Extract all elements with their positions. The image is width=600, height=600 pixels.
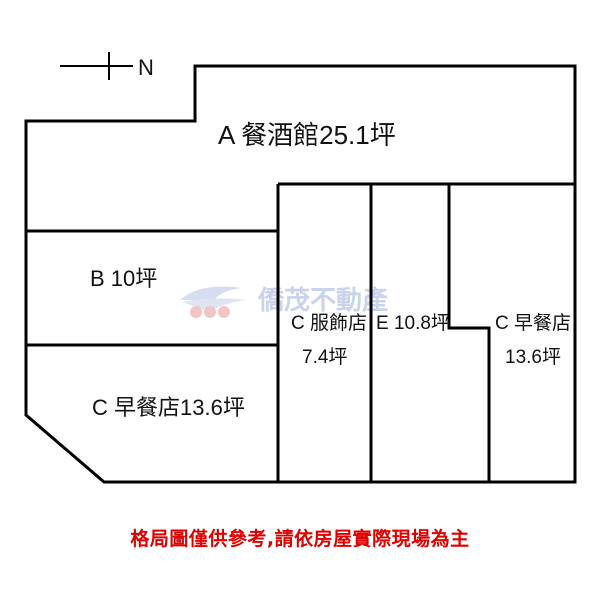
compass: N: [60, 52, 154, 80]
unit-e-label: E 10.8坪: [376, 312, 450, 334]
outer-walls: [24, 64, 577, 484]
wall-e-c: [447, 184, 491, 482]
unit-c-clothing-line2: 7.4坪: [302, 346, 347, 368]
unit-c-clothing-line1: C 服飾店: [291, 312, 367, 334]
unit-c-right-line1: C 早餐店: [495, 312, 571, 334]
disclaimer-note: 格局圖僅供參考,請依房屋實際現場為主: [130, 528, 470, 550]
unit-b-label: B 10坪: [90, 266, 157, 291]
watermark-logo-icon: [180, 286, 246, 318]
unit-c-right-line2: 13.6坪: [505, 346, 561, 368]
compass-label: N: [138, 55, 154, 80]
unit-a-label: A 餐酒館25.1坪: [218, 120, 396, 150]
unit-c-left-label: C 早餐店13.6坪: [92, 395, 245, 420]
